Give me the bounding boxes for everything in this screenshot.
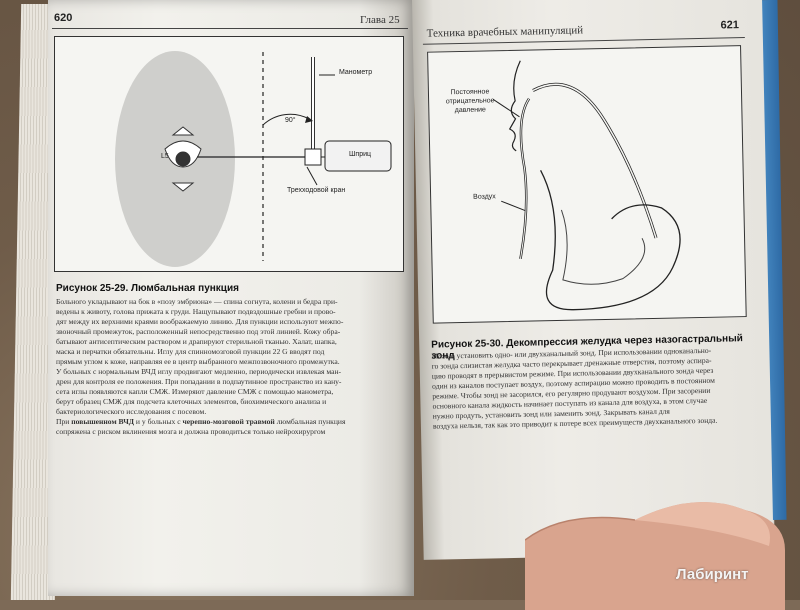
body-line: звоночный промежуток, расположенный непо… [56, 327, 341, 336]
suction-label: Постоянное отрицательное давление [445, 88, 495, 115]
right-body-text: Можно установить одно- или двухканальный… [431, 345, 763, 432]
air-label: Воздух [473, 193, 496, 201]
nasogastric-figure: Постоянное отрицательное давление Воздух [427, 45, 747, 324]
body-line-emphasis: При повышенном ВЧД и у больных с черепно… [56, 417, 412, 427]
text-run: и у больных с [134, 417, 183, 426]
left-body-text: Больного укладывают на бок в «позу эмбри… [56, 297, 412, 437]
manometer-label: Манометр [339, 69, 373, 76]
labirint-watermark: Лабиринт [676, 566, 749, 583]
body-line: дрен для контроля ее положения. При попа… [56, 377, 342, 386]
stopcock-label: Трехходовой кран [287, 187, 346, 194]
text-run: При [56, 417, 72, 426]
left-head-rule [52, 28, 408, 29]
lumbar-puncture-illustration [115, 51, 392, 267]
body-line: маска и перчатки обязательны. Иглу для с… [56, 347, 325, 356]
body-line: сета иглы появляются капли СМЖ. Измеряют… [56, 387, 334, 396]
lumbar-puncture-figure: Манометр 90° L5 Шприц Трехходовой кран [54, 36, 404, 272]
angle-label: 90° [285, 117, 296, 124]
body-line: прямым углом к коже, направляя ее в цент… [56, 357, 340, 366]
body-line: дят между их верхними краями воображаему… [56, 317, 344, 326]
hand-thumb [525, 502, 785, 610]
bold-run: повышенном ВЧД [71, 417, 135, 426]
left-figure-caption: Рисунок 25-29. Люмбальная пункция [56, 283, 239, 294]
syringe-label: Шприц [349, 151, 372, 158]
body-line: ведены к животу, голова прижата к груди.… [56, 307, 336, 316]
left-page-number: 620 [54, 12, 73, 24]
body-line: Больного укладывают на бок в «позу эмбри… [56, 297, 338, 306]
right-running-head: Техника врачебных манипуляций [426, 24, 584, 40]
body-line: батывают антисептическим раствором и дра… [56, 337, 337, 346]
bold-run: черепно-мозговой травмой [182, 417, 275, 426]
left-page: 620 Глава 25 Манометр 90° L5 Шп [48, 0, 414, 596]
body-line: сопряжена с риском вклинения мозга и дол… [56, 427, 326, 436]
body-line: У больных с нормальным ВЧД иглу продвига… [56, 367, 342, 376]
l5-label: L5 [161, 153, 169, 160]
right-page: Техника врачебных манипуляций 621 Постоя… [412, 0, 774, 560]
text-run: люмбальная пункция [274, 417, 346, 426]
left-running-head: Глава 25 [360, 14, 400, 26]
nasogastric-illustration [492, 60, 681, 311]
body-line: бактериологического исследования с посев… [56, 407, 207, 416]
right-page-number: 621 [720, 19, 740, 32]
body-line: берут образец СМЖ для подсчета клеточных… [56, 397, 327, 406]
